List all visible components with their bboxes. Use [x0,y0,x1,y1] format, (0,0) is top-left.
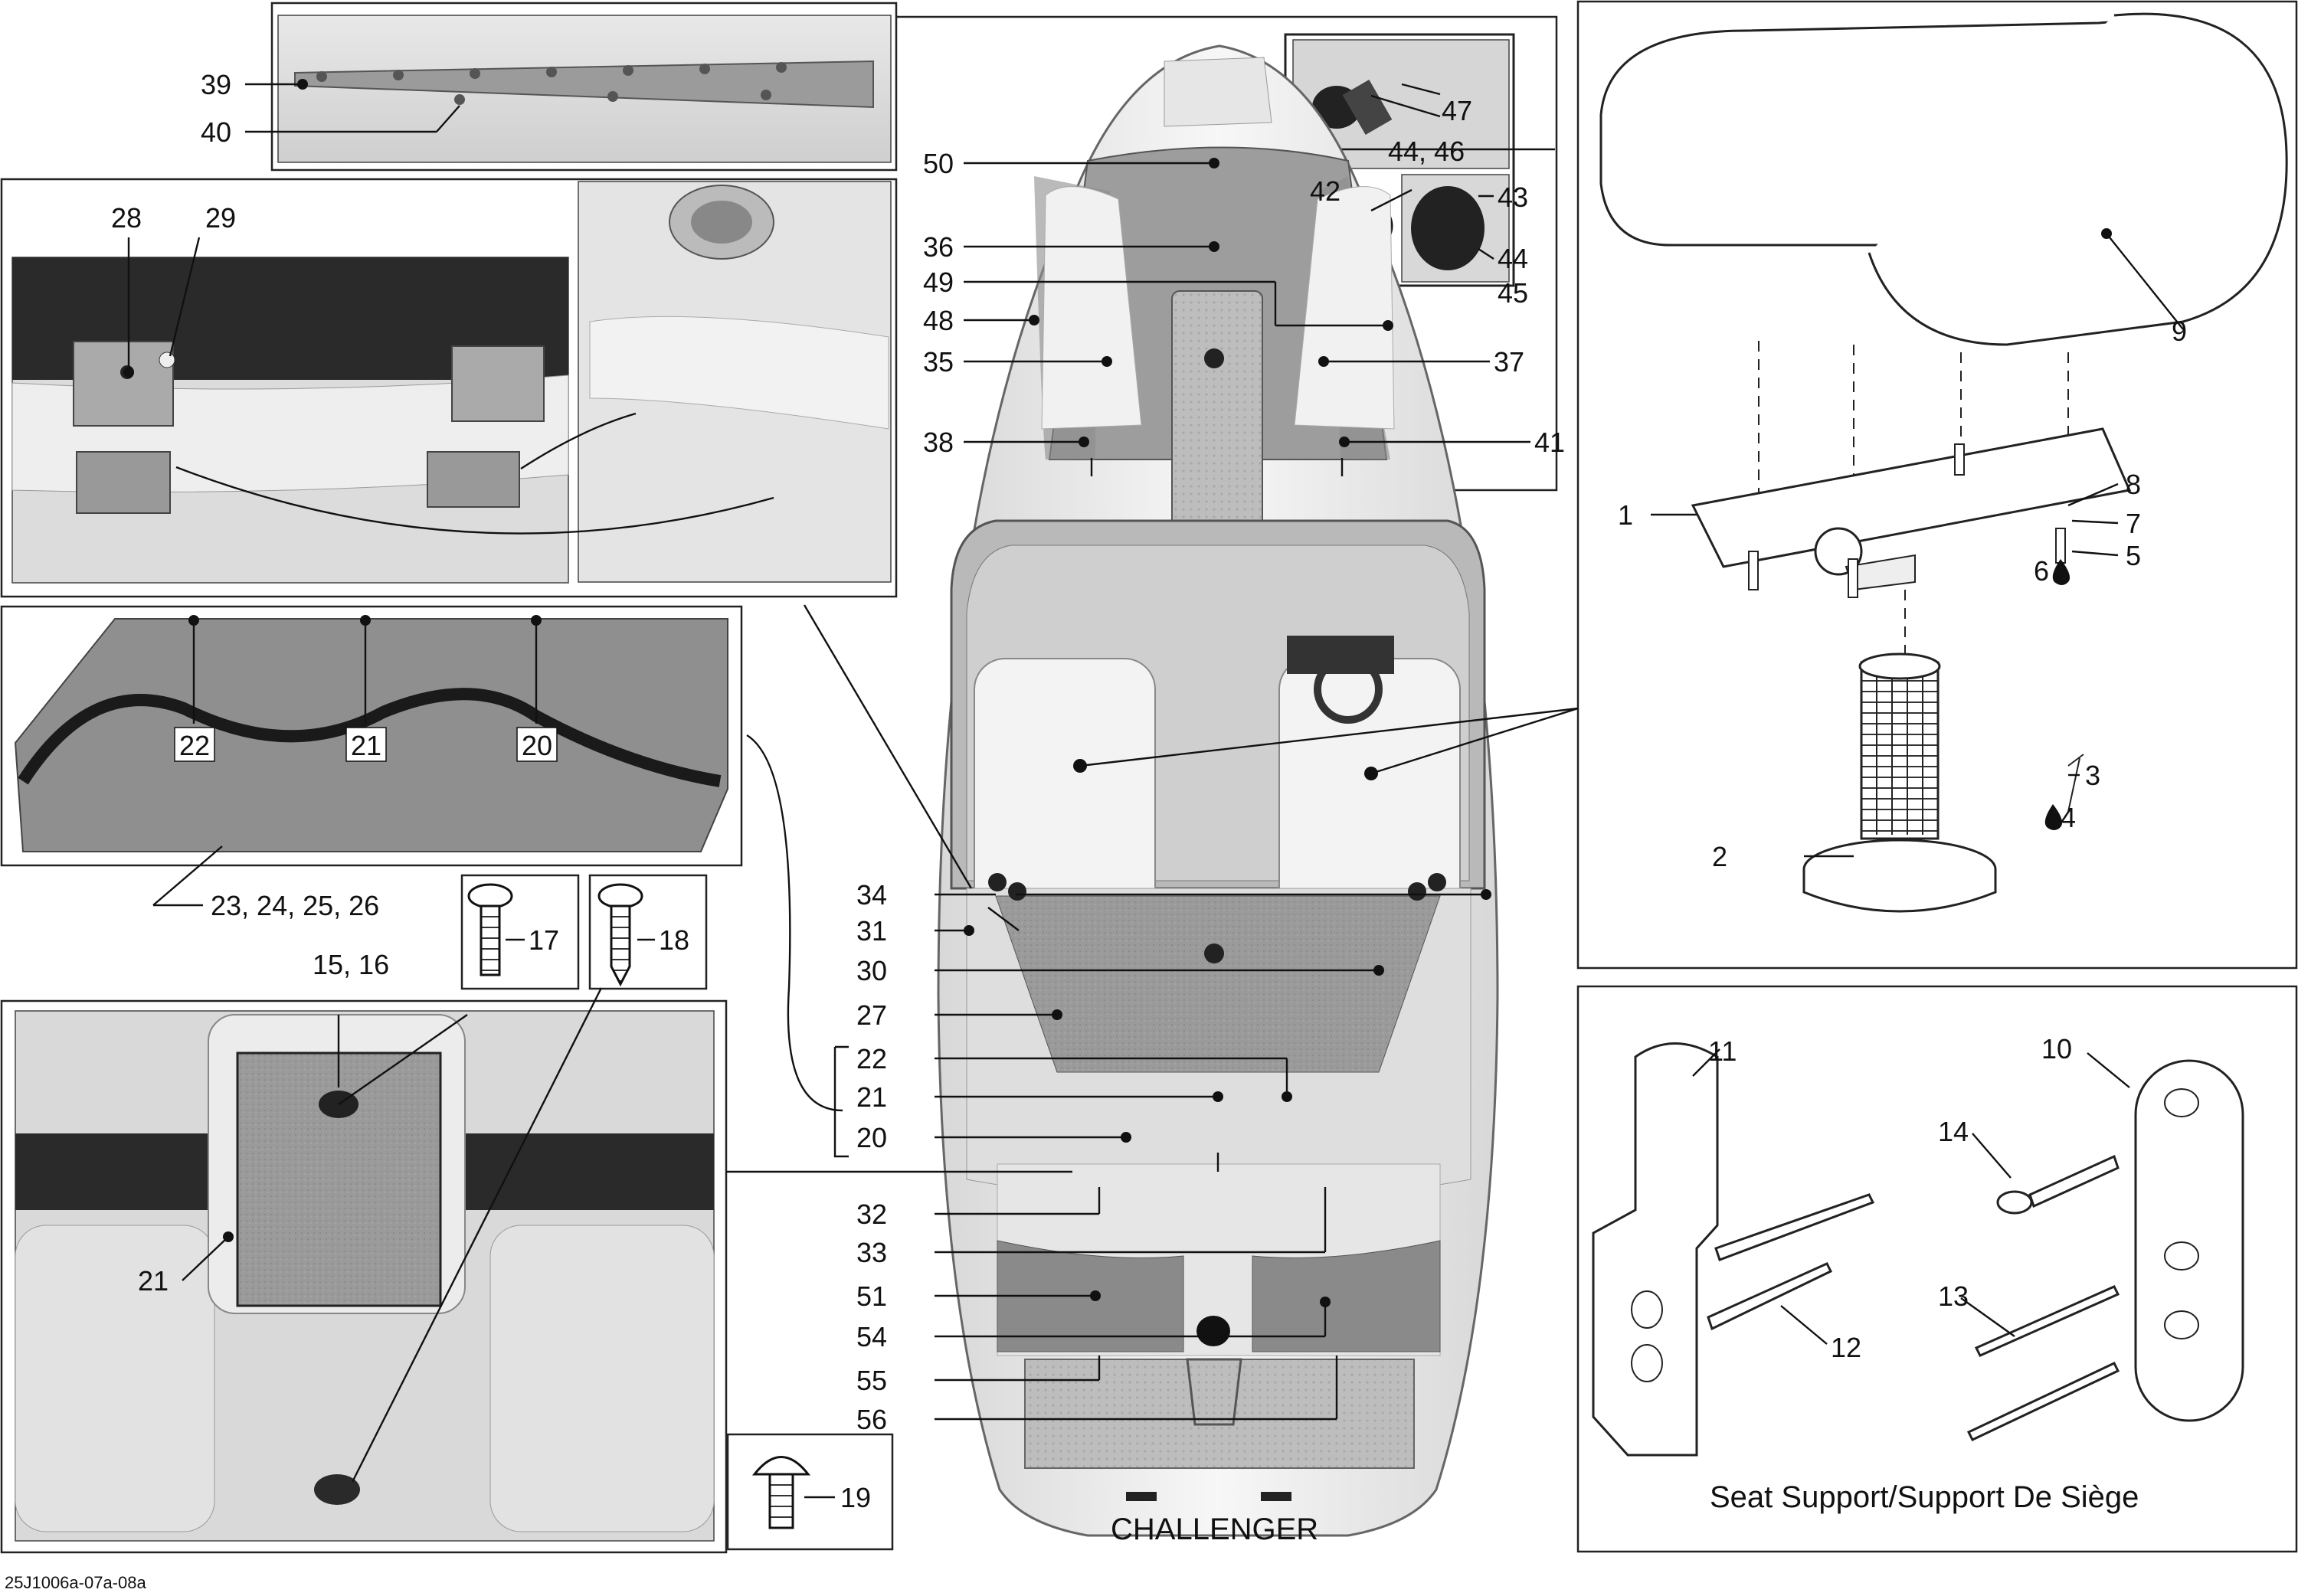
cup-holder-cover-icon [1411,186,1485,270]
callout-35: 35 [923,346,954,378]
callout-47: 47 [1442,95,1472,126]
document-id: 25J1006a-07a-08a [5,1573,146,1592]
callout-22: 22 [179,730,210,761]
pedestal-post [1860,661,1940,840]
callout-20: 20 [522,730,552,761]
dashboard-gauge [1287,636,1394,674]
callout-48: 48 [923,305,954,336]
flat-head-screw-icon [467,883,513,909]
callout-44-46: 44, 46 [1388,136,1465,167]
callout-37: 37 [1494,346,1524,378]
seat-pedestal-panel [1576,0,2298,970]
callout-19: 19 [840,1482,871,1513]
callout-2: 2 [1712,841,1727,872]
cockpit-carpet [995,895,1441,1073]
push-rivet-icon [751,1456,811,1476]
callout-15-16: 15, 16 [313,949,389,980]
callout-41: 41 [1534,427,1565,458]
callout-leaders [123,79,2184,1499]
callout-20-aft: 20 [856,1122,887,1153]
seat-support-caption: Seat Support/Support De Siège [1710,1480,2139,1514]
callout-30: 30 [856,955,887,986]
callout-40: 40 [201,116,231,148]
callout-21-bench: 21 [138,1265,169,1297]
callout-3: 3 [2085,760,2100,791]
callout-14: 14 [1938,1116,1969,1147]
seat-base-plate [1691,427,2132,568]
callout-45: 45 [1498,277,1528,309]
callout-6: 6 [2034,555,2049,587]
drain-plug-icon [314,1474,360,1505]
callout-13: 13 [1938,1280,1969,1312]
callout-54: 54 [856,1321,887,1352]
callout-29: 29 [205,202,236,234]
callout-31: 31 [856,915,887,947]
swim-platform-mat [1024,1359,1415,1469]
callout-9: 9 [2172,316,2187,347]
callout-23-26: 23, 24, 25, 26 [211,890,379,921]
callout-8: 8 [2126,469,2141,500]
seat-back-bumper [18,688,722,787]
callout-49: 49 [923,267,954,298]
rear-bench-photo-panel [0,999,728,1554]
callout-11: 11 [1708,1035,1737,1067]
callout-7: 7 [2126,508,2141,539]
seat-hinge-photo-panel [0,178,898,598]
hinge-photo-panel [270,2,898,172]
callout-labels: 39 40 28 29 22 21 20 23, 24, 25, 26 17 1… [5,69,2187,1592]
steering-wheel-icon [1314,655,1383,724]
callout-33: 33 [856,1237,887,1268]
callout-12: 12 [1831,1332,1861,1363]
callout-51: 51 [856,1280,887,1312]
callout-32: 32 [856,1199,887,1230]
callout-5: 5 [2126,540,2141,571]
callout-39: 39 [201,69,231,100]
hinge-plate-right [451,345,545,422]
boat-caption: CHALLENGER [1111,1513,1318,1546]
bracket-drawing [1592,1042,1719,1457]
callout-4: 4 [2061,802,2076,833]
callout-42: 42 [1310,175,1340,207]
callout-1: 1 [1618,499,1633,531]
tapping-screw-icon [597,883,643,909]
fastener-panel [1576,985,2298,1553]
callout-21-aft: 21 [856,1081,887,1113]
callout-18: 18 [659,924,689,956]
plate-drawing [2134,1059,2244,1422]
screw-17-panel [460,874,580,990]
callout-34: 34 [856,879,887,911]
callout-44: 44 [1498,243,1528,274]
screw-18-panel [588,874,708,990]
callout-55: 55 [856,1365,887,1396]
boat-top-view [937,44,1499,1537]
callout-56: 56 [856,1404,887,1435]
hinge-plate-left [73,341,174,427]
callout-10: 10 [2041,1033,2072,1065]
callout-27: 27 [856,999,887,1031]
callout-38: 38 [923,427,954,458]
callout-36: 36 [923,231,954,263]
rear-cushion-right [1252,1240,1441,1352]
callout-22-aft: 22 [856,1043,887,1074]
callout-21: 21 [351,730,381,761]
adhesive-drop-icon [2052,559,2070,585]
fastener-19-panel [726,1433,894,1551]
callout-17: 17 [529,924,559,956]
callout-43: 43 [1498,182,1528,213]
callout-50: 50 [923,148,954,179]
bow-cushion-right [1294,186,1395,430]
piano-hinge [294,60,874,109]
adhesive-drop-icon [2044,804,2063,830]
callout-28: 28 [111,202,142,234]
